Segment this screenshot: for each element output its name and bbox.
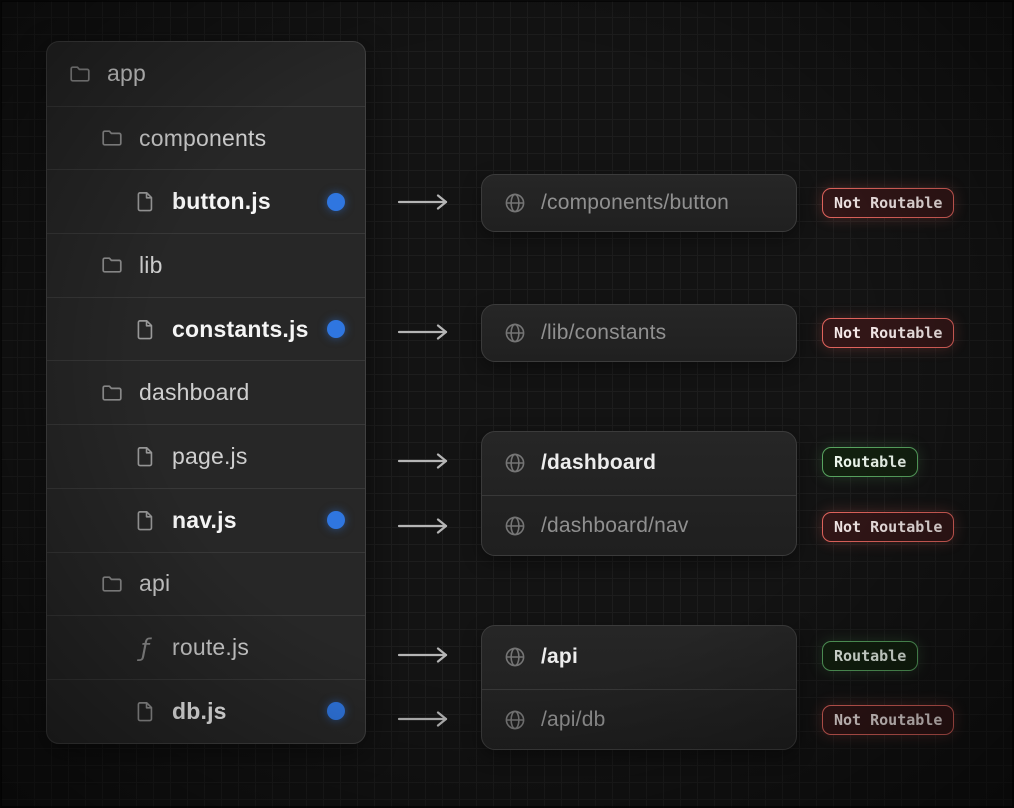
- tree-item-label: lib: [139, 251, 163, 278]
- url-text: /components/button: [541, 191, 730, 214]
- folder-icon: [100, 381, 124, 405]
- status-badge-routable: Routable: [822, 641, 919, 671]
- url-chip-api: /api: [482, 626, 796, 689]
- file-icon: [133, 444, 157, 468]
- file-icon: [133, 508, 157, 532]
- url-chip-api-db: /api/db: [482, 688, 796, 750]
- url-text: /dashboard: [541, 451, 657, 475]
- arrow-right-icon: [397, 647, 448, 663]
- folder-icon: [68, 62, 92, 86]
- arrow-right-icon: [397, 711, 448, 727]
- tree-row-route-js: ƒ route.js: [47, 615, 365, 679]
- globe-icon: [504, 709, 526, 731]
- arrow-right-icon: [397, 518, 448, 534]
- arrow-right-icon: [397, 453, 448, 469]
- tree-row-dashboard: dashboard: [47, 360, 365, 424]
- globe-icon: [504, 515, 526, 537]
- tree-item-label: app: [107, 60, 146, 87]
- url-chip-components-button: /components/button: [481, 174, 797, 232]
- folder-icon: [100, 126, 124, 150]
- url-chip-dashboard: /dashboard: [482, 432, 796, 495]
- url-chip-lib-constants: /lib/constants: [481, 304, 797, 362]
- arrow-right-icon: [397, 324, 448, 340]
- folder-icon: [100, 253, 124, 277]
- tree-item-label: page.js: [172, 442, 248, 469]
- tree-row-components: components: [47, 105, 365, 170]
- tree-item-label: db.js: [172, 697, 227, 724]
- tree-item-label: components: [139, 124, 267, 151]
- tree-row-constants-js: constants.js: [47, 296, 365, 361]
- status-badge-not-routable: Not Routable: [822, 318, 955, 348]
- tree-item-label: dashboard: [139, 379, 250, 406]
- file-icon: [133, 317, 157, 341]
- colocation-dot: [327, 511, 345, 530]
- url-text: /api: [541, 645, 578, 669]
- file-tree-panel: app components button.js lib constants.j…: [46, 41, 366, 744]
- function-icon: ƒ: [140, 633, 150, 662]
- globe-icon: [504, 192, 526, 214]
- globe-icon: [504, 452, 526, 474]
- url-chip-dashboard-nav: /dashboard/nav: [482, 494, 796, 556]
- colocation-dot: [327, 320, 345, 339]
- tree-item-label: button.js: [172, 188, 271, 215]
- status-badge-not-routable: Not Routable: [822, 188, 955, 218]
- globe-icon: [504, 322, 526, 344]
- status-badge-routable: Routable: [822, 447, 919, 477]
- url-text: /api/db: [541, 708, 606, 732]
- tree-row-nav-js: nav.js: [47, 487, 365, 552]
- tree-row-page-js: page.js: [47, 424, 365, 488]
- status-badge-not-routable: Not Routable: [822, 705, 955, 735]
- url-group-dashboard: /dashboard /dashboard/nav: [481, 431, 797, 556]
- tree-row-button-js: button.js: [47, 169, 365, 233]
- url-group-api: /api /api/db: [481, 625, 797, 750]
- folder-icon: [100, 572, 124, 596]
- tree-item-label: api: [139, 570, 171, 597]
- tree-item-label: nav.js: [172, 506, 237, 533]
- file-icon: [133, 190, 157, 214]
- status-badge-not-routable: Not Routable: [822, 512, 955, 542]
- tree-row-lib: lib: [47, 233, 365, 297]
- tree-item-label: constants.js: [172, 315, 309, 342]
- globe-icon: [504, 646, 526, 668]
- arrow-right-icon: [397, 194, 448, 210]
- url-text: /dashboard/nav: [541, 514, 689, 538]
- file-icon: [133, 699, 157, 723]
- tree-item-label: route.js: [172, 634, 250, 661]
- tree-row-api: api: [47, 551, 365, 616]
- tree-row-db-js: db.js: [47, 678, 365, 743]
- colocation-dot: [327, 702, 345, 721]
- url-text: /lib/constants: [541, 321, 667, 344]
- colocation-dot: [327, 192, 345, 211]
- tree-row-app: app: [47, 42, 365, 106]
